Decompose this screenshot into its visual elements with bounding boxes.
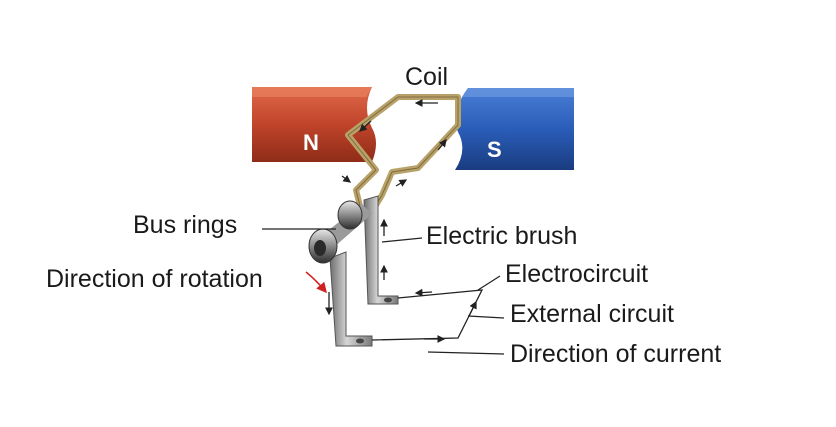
brush-arrows	[325, 218, 388, 316]
label-electric-brush: Electric brush	[426, 222, 578, 250]
south-pole-label: S	[487, 137, 502, 162]
electric-brush-lower	[329, 251, 373, 347]
south-magnet	[455, 88, 574, 170]
bus-rings	[308, 200, 372, 264]
rotation-arrow	[305, 271, 327, 294]
label-coil: Coil	[405, 63, 449, 91]
label-direction-of-rotation: Direction of rotation	[46, 265, 263, 293]
label-electrocircuit: Electrocircuit	[505, 260, 649, 288]
leader-lines	[262, 228, 505, 355]
external-circuit	[371, 288, 484, 343]
label-external-circuit: External circuit	[510, 300, 674, 328]
label-bus-rings: Bus rings	[133, 211, 238, 239]
coil-current-arrows	[341, 99, 447, 187]
electric-brush-upper	[363, 195, 399, 305]
north-magnet	[252, 87, 376, 162]
label-direction-of-current: Direction of current	[510, 340, 722, 368]
north-pole-label: N	[303, 130, 319, 155]
